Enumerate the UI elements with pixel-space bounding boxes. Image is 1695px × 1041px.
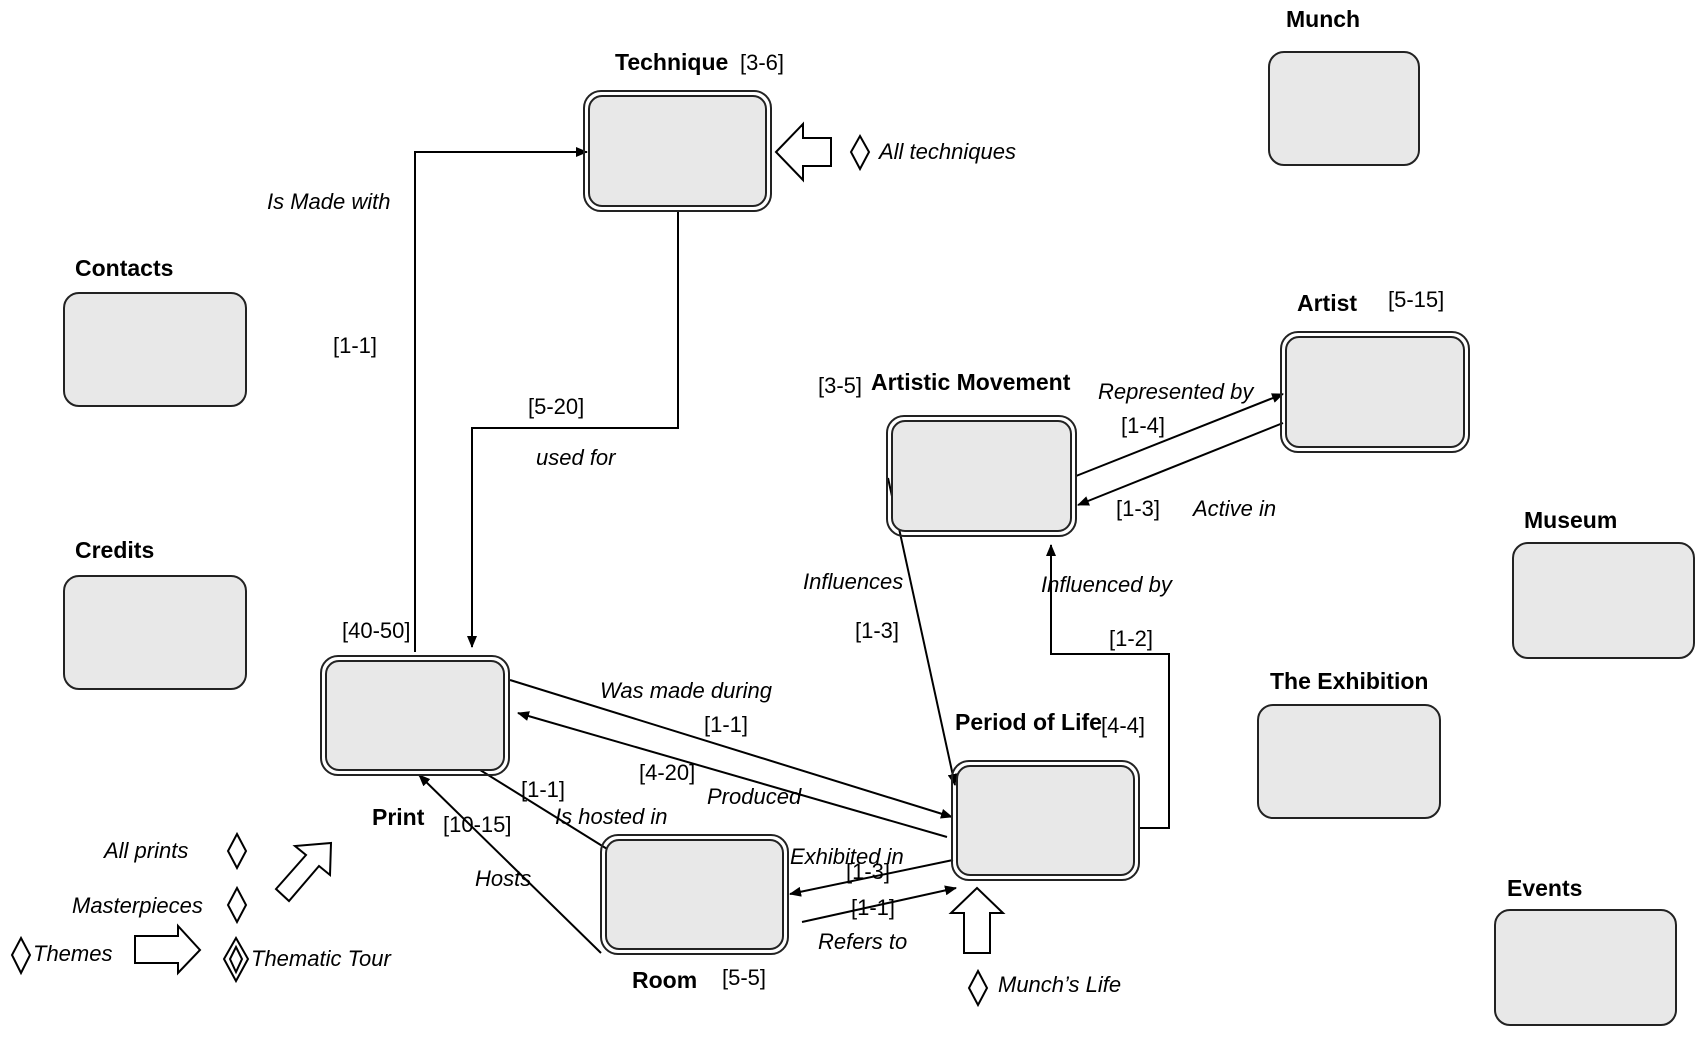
rel-card-influences: [1-3]	[855, 618, 900, 643]
box-events[interactable]	[1494, 909, 1677, 1026]
edge-exhibited-in	[789, 859, 954, 897]
box-artistic-movement[interactable]	[886, 415, 1077, 537]
card-room: [5-5]	[722, 965, 767, 990]
edge-refers-to	[801, 885, 957, 923]
rel-card-active-in: [1-3]	[1116, 496, 1161, 521]
card-artist: [5-15]	[1388, 287, 1445, 312]
box-contacts[interactable]	[63, 292, 247, 407]
title-period-of-life: Period of Life	[955, 709, 1102, 735]
diamond-icon-munchs-life	[967, 968, 989, 1008]
box-credits[interactable]	[63, 575, 247, 690]
block-arrow-all-techniques	[774, 121, 832, 183]
edge-used-for	[467, 210, 679, 648]
card-technique: [3-6]	[740, 50, 785, 75]
rel-card-hosts: [10-15]	[443, 812, 512, 837]
edge-is-hosted-in	[463, 759, 621, 858]
rel-label-produced: Produced	[707, 784, 802, 809]
rel-card-exhibited-in: [1-3]	[846, 859, 891, 884]
rel-card-produced: [4-20]	[639, 760, 696, 785]
rel-label-is-made-with: Is Made with	[267, 189, 391, 214]
access-themes[interactable]: Themes	[33, 941, 113, 966]
rel-card-is-made-with: [1-1]	[333, 333, 378, 358]
edge-was-made-during	[509, 679, 953, 819]
title-artist: Artist	[1297, 290, 1358, 316]
rel-label-hosts: Hosts	[475, 866, 532, 891]
title-contacts: Contacts	[75, 255, 174, 281]
title-print: Print	[372, 804, 425, 830]
title-exhibition: The Exhibition	[1270, 668, 1429, 694]
card-print: [40-50]	[342, 618, 411, 643]
edge-hosts	[418, 774, 602, 954]
access-all-techniques[interactable]: All techniques	[879, 139, 1016, 164]
rel-label-active-in: Active in	[1193, 496, 1277, 521]
box-technique[interactable]	[583, 90, 772, 212]
card-period-of-life: [4-4]	[1101, 713, 1146, 738]
rel-label-refers-to: Refers to	[818, 929, 908, 954]
access-masterpieces[interactable]: Masterpieces	[72, 893, 203, 918]
title-munch: Munch	[1286, 6, 1361, 32]
edge-represented-by	[1075, 393, 1284, 477]
rel-label-exhibited-in: Exhibited in	[790, 844, 904, 869]
block-arrow-themes	[134, 923, 202, 976]
diamond-icon-themes	[10, 935, 32, 976]
block-arrow-prints	[274, 841, 333, 903]
title-room: Room	[632, 967, 698, 993]
title-technique: Technique	[615, 49, 729, 75]
rel-label-represented-by: Represented by	[1098, 379, 1254, 404]
box-munch[interactable]	[1268, 51, 1420, 166]
edge-produced	[517, 711, 948, 838]
diamond-icon-thematic-tour-inner	[228, 944, 244, 975]
box-room[interactable]	[600, 834, 789, 955]
rel-label-influenced-by: Influenced by	[1041, 572, 1172, 597]
title-events: Events	[1507, 875, 1583, 901]
rel-label-used-for: used for	[536, 445, 616, 470]
rel-label-influences: Influences	[803, 569, 904, 594]
title-museum: Museum	[1524, 507, 1618, 533]
box-print[interactable]	[320, 655, 510, 776]
box-artist[interactable]	[1280, 331, 1470, 453]
access-munchs-life[interactable]: Munch’s Life	[998, 972, 1122, 997]
block-arrow-munchs-life	[948, 886, 1006, 954]
box-exhibition[interactable]	[1257, 704, 1441, 819]
box-period-of-life[interactable]	[951, 760, 1140, 881]
rel-card-refers-to: [1-1]	[851, 895, 896, 920]
access-all-prints[interactable]: All prints	[104, 838, 189, 863]
diamond-icon-all-techniques	[849, 133, 871, 172]
rel-card-was-made-during: [1-1]	[704, 712, 749, 737]
rel-card-is-hosted-in: [1-1]	[521, 777, 566, 802]
edge-influenced-by	[1046, 544, 1170, 829]
rel-label-is-hosted-in: Is hosted in	[555, 804, 668, 829]
rel-card-used-for: [5-20]	[528, 394, 585, 419]
rel-card-represented-by: [1-4]	[1121, 413, 1166, 438]
access-thematic-tour[interactable]: Thematic Tour	[251, 946, 391, 971]
box-museum[interactable]	[1512, 542, 1695, 659]
edge-active-in	[1077, 422, 1284, 506]
title-artistic-movement: Artistic Movement	[871, 369, 1071, 395]
rel-card-influenced-by: [1-2]	[1109, 626, 1154, 651]
rel-label-was-made-during: Was made during	[600, 678, 773, 703]
card-artistic-movement: [3-5]	[818, 373, 863, 398]
diamond-icon-masterpieces	[226, 885, 248, 925]
edge-is-made-with	[414, 147, 588, 652]
diamond-icon-all-prints	[226, 831, 248, 871]
title-credits: Credits	[75, 537, 155, 563]
